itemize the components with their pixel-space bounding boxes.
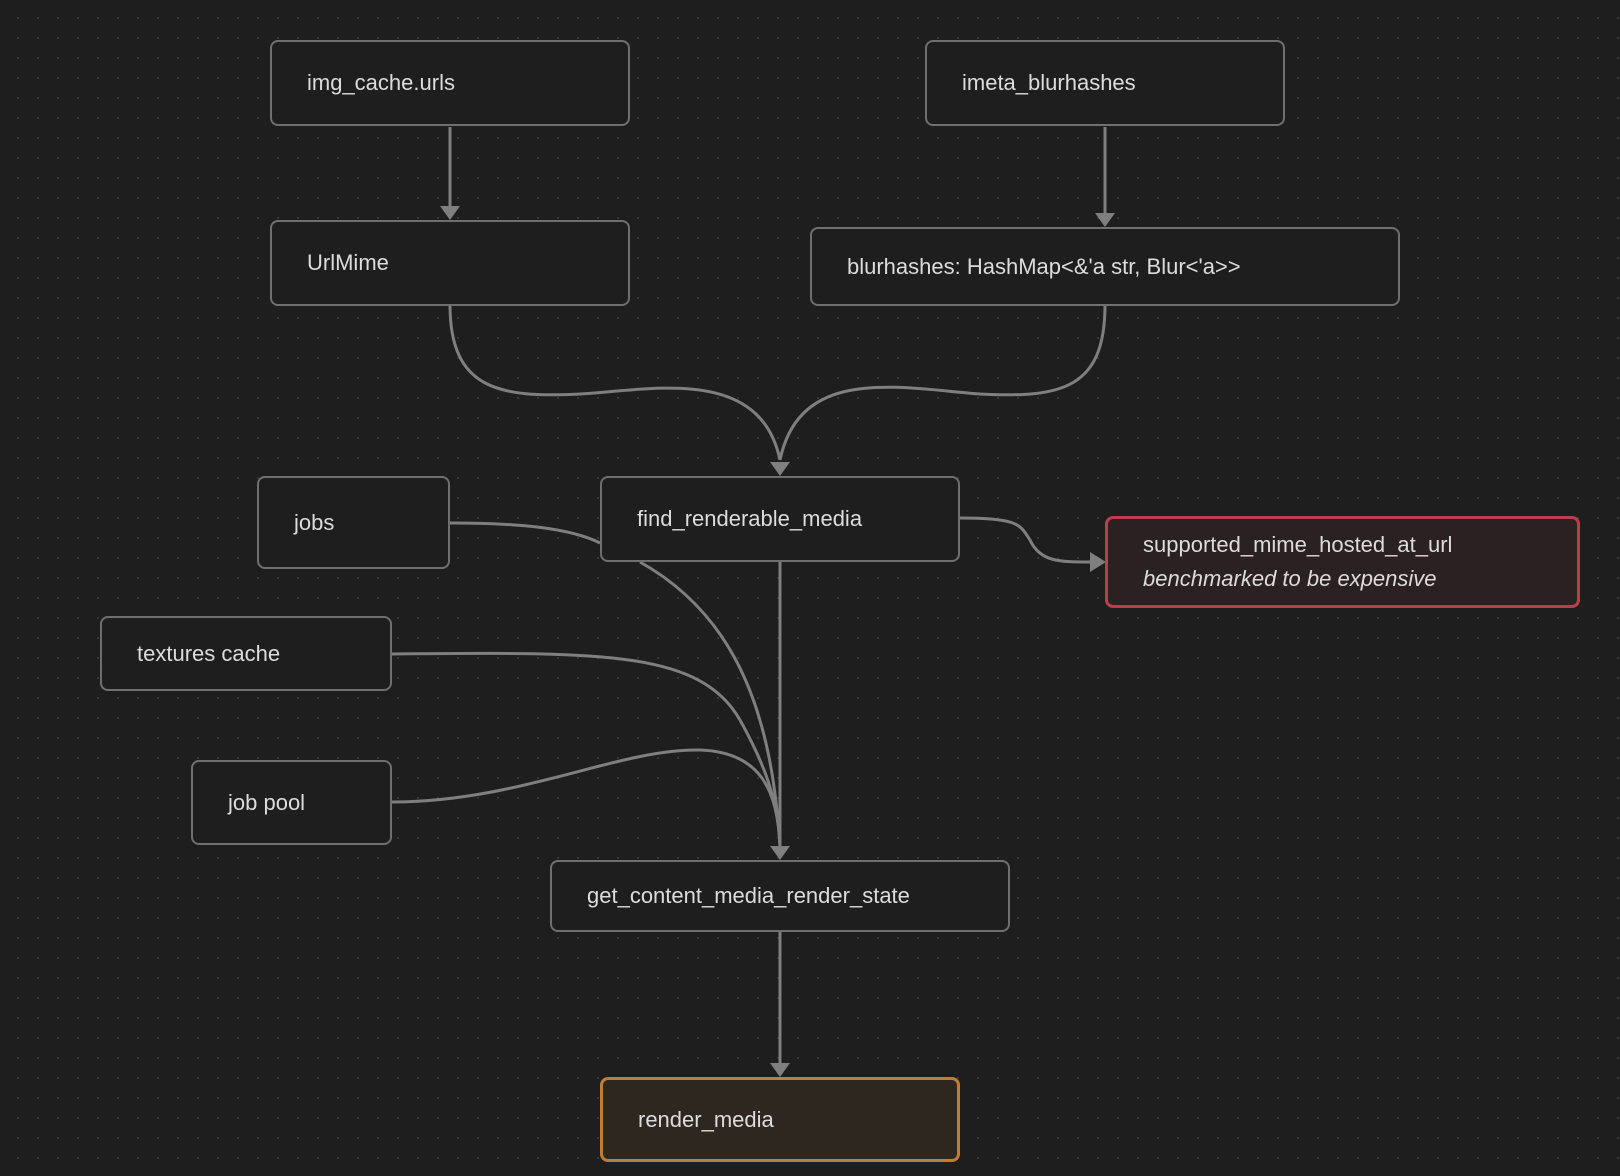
node-label: jobs bbox=[294, 509, 335, 535]
node-label: textures cache bbox=[137, 640, 281, 666]
node-get-content-media-render-state[interactable]: get_content_media_render_state bbox=[550, 860, 1010, 932]
node-label: img_cache.urls bbox=[307, 70, 455, 95]
node-imeta-blurhashes[interactable]: imeta_blurhashes bbox=[925, 40, 1285, 126]
node-jobs[interactable]: jobs bbox=[257, 476, 450, 569]
node-blurhashes-map[interactable]: blurhashes: HashMap<&'a str, Blur<'a>> bbox=[810, 227, 1400, 306]
node-find-renderable-media[interactable]: find_renderable_media bbox=[600, 476, 960, 562]
node-label: find_renderable_media bbox=[637, 506, 863, 531]
node-textures-cache[interactable]: textures cache bbox=[100, 616, 392, 691]
node-label: supported_mime_hosted_at_url bbox=[1143, 532, 1453, 557]
edge-jobs-to-get-content bbox=[449, 521, 601, 545]
edge-jobs-to-get-content-lower bbox=[639, 560, 782, 847]
edge-job-pool-to-get-content bbox=[391, 748, 782, 847]
node-label: render_media bbox=[638, 1106, 774, 1132]
arrowhead-blurhashes bbox=[1095, 213, 1115, 227]
node-img-cache-urls[interactable]: img_cache.urls bbox=[270, 40, 630, 126]
node-render-media[interactable]: render_media bbox=[600, 1077, 960, 1162]
edge-textures-cache-to-get-content bbox=[391, 651, 782, 847]
node-urlmime[interactable]: UrlMime bbox=[270, 220, 630, 306]
node-label: blurhashes: HashMap<&'a str, Blur<'a>> bbox=[847, 253, 1241, 279]
node-label: imeta_blurhashes bbox=[962, 70, 1136, 95]
arrowhead-render-media bbox=[770, 1063, 790, 1077]
arrowhead-get-content bbox=[770, 846, 790, 860]
edge-urlmime-to-find-renderable-media bbox=[448, 304, 782, 461]
node-label: get_content_media_render_state bbox=[587, 883, 910, 908]
arrowhead-find-renderable-media bbox=[770, 462, 790, 476]
edge-find-to-supported-mime bbox=[959, 516, 1091, 564]
edge-blurhashes-to-find-renderable-media bbox=[778, 304, 1107, 461]
arrowhead-urlmime bbox=[440, 206, 460, 220]
node-label: job pool bbox=[228, 789, 306, 815]
node-job-pool[interactable]: job pool bbox=[191, 760, 392, 845]
arrowhead-supported-mime bbox=[1090, 552, 1106, 572]
node-supported-mime-hosted-at-url[interactable]: supported_mime_hosted_at_url benchmarked… bbox=[1105, 516, 1580, 608]
node-note: benchmarked to be expensive bbox=[1143, 566, 1437, 591]
node-label: UrlMime bbox=[307, 250, 389, 275]
